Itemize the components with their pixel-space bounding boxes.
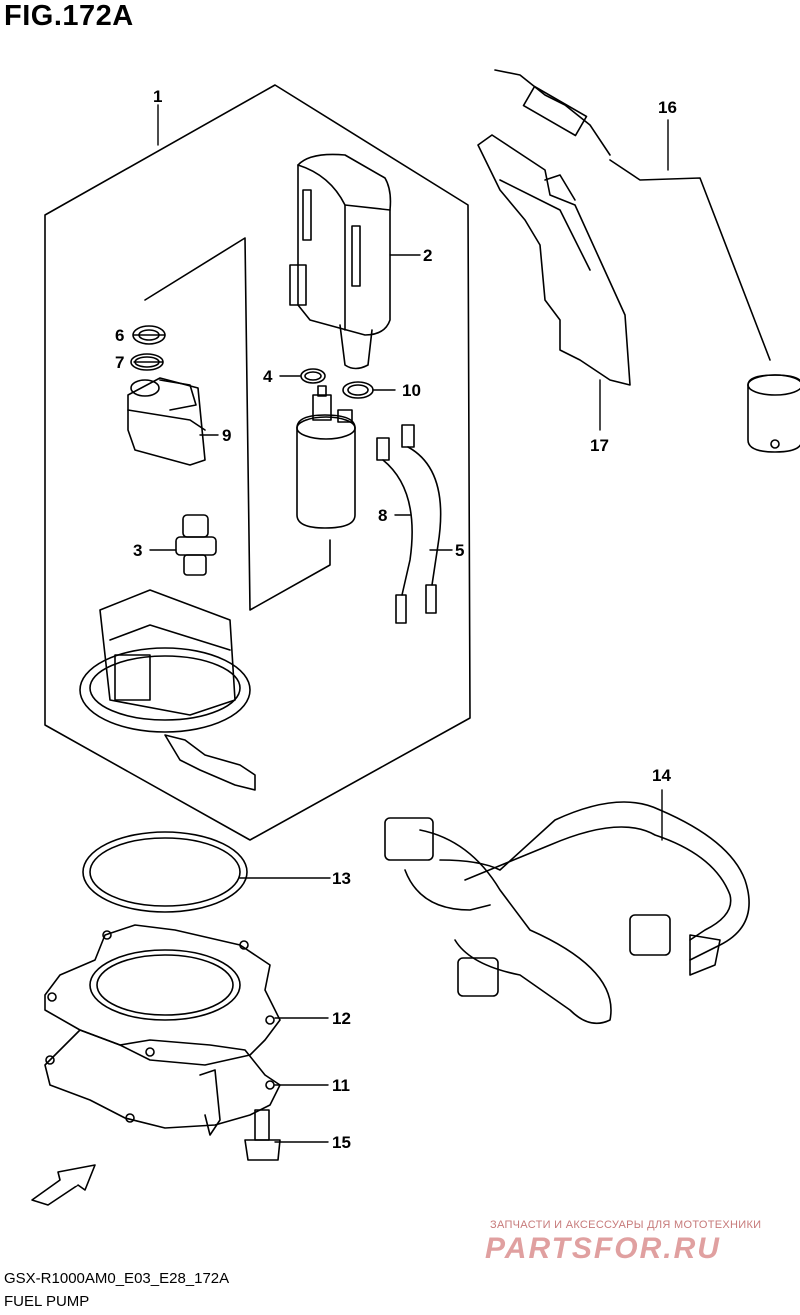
part-numbers: 1 2 3 4 5 6 7 8 9 10 11 12 13 14 15 16 1… [115,87,677,1152]
part-number-4: 4 [263,367,273,386]
part-16-level-gauge [494,69,800,453]
part-number-3: 3 [133,541,142,560]
pump-motor [296,385,356,529]
part-number-1: 1 [153,87,162,106]
part-number-12: 12 [332,1009,351,1028]
fwd-arrow [31,1164,96,1206]
section-name: FUEL PUMP [4,1293,90,1310]
part-3-regulator [175,514,217,576]
model-code: GSX-R1000AM0_E03_E28_172A [4,1270,230,1287]
part-number-8: 8 [378,506,387,525]
part-4-oring [300,368,326,384]
part-number-5: 5 [455,541,464,560]
part-number-9: 9 [222,426,231,445]
assembly-inner-outline [144,237,331,611]
figure-title: FIG.172A [4,0,134,32]
part-15-bolt [244,1109,281,1161]
leader-lines [133,104,669,1143]
part-17-bracket [477,134,631,386]
part-number-2: 2 [423,246,432,265]
part-number-17: 17 [590,436,609,455]
part-number-14: 14 [652,766,671,785]
part-5-wire [401,424,442,614]
watermark-tagline: ЗАПЧАСТИ И АКСЕССУАРЫ ДЛЯ МОТОТЕХНИКИ [490,1219,762,1231]
part-9-holder [127,377,206,466]
part-14-hose [384,801,750,1025]
part-8-wire [376,437,413,624]
watermark-logo: PARTSFOR.RU [485,1232,721,1265]
part-number-7: 7 [115,353,124,372]
part-number-6: 6 [115,326,124,345]
part-2-filter [289,153,392,370]
part-12-plate [44,924,281,1066]
part-11-plate [44,1029,281,1136]
assembly-outline [44,84,471,841]
pump-base [79,589,256,791]
fwd-label: FWD [56,1169,89,1195]
part-number-15: 15 [332,1133,351,1152]
part-number-11: 11 [332,1076,350,1095]
part-number-16: 16 [658,98,677,117]
part-number-13: 13 [332,869,351,888]
part-13-gasket [82,831,248,913]
part-number-10: 10 [402,381,421,400]
